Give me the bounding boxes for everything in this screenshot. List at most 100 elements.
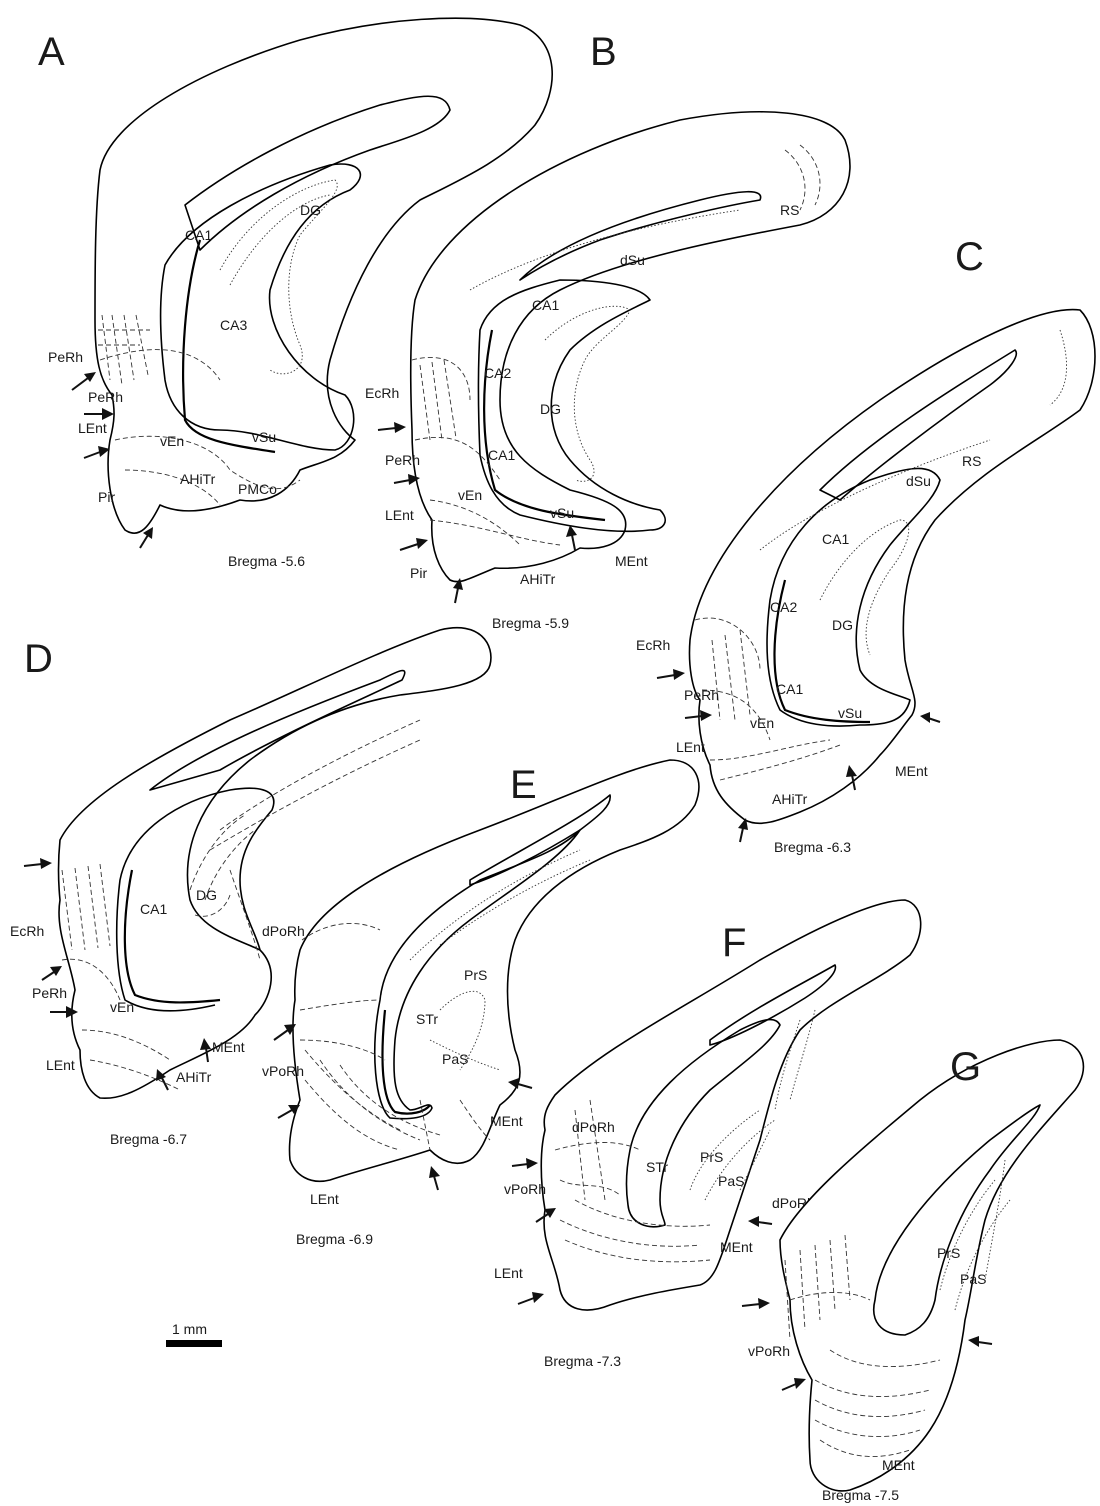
panel-c-label-ahitr: AHiTr — [772, 791, 808, 807]
panel-e-label-ment: MEnt — [490, 1113, 523, 1129]
panel-e-label-pas: PaS — [442, 1051, 468, 1067]
panel-b-label-dg: DG — [540, 401, 561, 417]
panel-c-label-dsu: dSu — [906, 473, 931, 489]
panel-c-label-ven: vEn — [750, 715, 774, 731]
panel-a-label-perh-1: PeRh — [48, 349, 83, 365]
panel-a-label-ca3: CA3 — [220, 317, 247, 333]
panel-a-label-ahitr: AHiTr — [180, 471, 216, 487]
panel-g-label-ment: MEnt — [882, 1457, 915, 1473]
panel-g-label-pas: PaS — [960, 1271, 986, 1287]
panel-e-label-lent: LEnt — [310, 1191, 339, 1207]
panel-b-label-ca1-bottom: CA1 — [488, 447, 515, 463]
panel-c: C RS dSu CA1 CA2 DG EcRh PeRh CA1 vSu vE… — [636, 235, 1095, 855]
panel-g-label-prs: PrS — [937, 1245, 960, 1261]
panel-a-label-perh-2: PeRh — [88, 389, 123, 405]
panel-f-arrow-1 — [512, 1158, 538, 1169]
panel-c-label-ecrh: EcRh — [636, 637, 670, 653]
panel-c-label-ca1-bottom: CA1 — [776, 681, 803, 697]
panel-g-arrow-3 — [782, 1378, 806, 1390]
panel-b-letter: B — [590, 30, 617, 74]
panel-b-label-pir: Pir — [410, 565, 427, 581]
panel-d-label-lent: LEnt — [46, 1057, 75, 1073]
panel-b-label-ment: MEnt — [615, 553, 648, 569]
panel-c-label-ca1-top: CA1 — [822, 531, 849, 547]
panel-d-label-perh: PeRh — [32, 985, 67, 1001]
panel-b-bregma: Bregma -5.9 — [492, 615, 569, 631]
panel-a-label-ven: vEn — [160, 433, 184, 449]
panel-d-label-ca1: CA1 — [140, 901, 167, 917]
panel-c-label-ment: MEnt — [895, 763, 928, 779]
panel-a-label-ca1: CA1 — [185, 227, 212, 243]
panel-f-label-pas: PaS — [718, 1173, 744, 1189]
scale-bar: 1 mm — [166, 1321, 222, 1347]
panel-d-label-dg: DG — [196, 887, 217, 903]
scale-bar-line — [166, 1340, 222, 1347]
panel-d-label-dporh: dPoRh — [262, 923, 305, 939]
panel-b-label-rs: RS — [780, 202, 799, 218]
panel-c-label-perh: PeRh — [684, 687, 719, 703]
panel-b-arrow-3 — [400, 538, 428, 550]
panel-a-bregma: Bregma -5.6 — [228, 553, 305, 569]
panel-a-label-vsu: vSu — [252, 429, 276, 445]
panel-f-arrow-3 — [748, 1216, 772, 1227]
panel-a-letter: A — [38, 30, 65, 74]
panel-e-letter: E — [510, 763, 537, 807]
panel-c-arrow-5 — [738, 818, 748, 842]
panel-b-label-ecrh: EcRh — [365, 385, 399, 401]
panel-c-letter: C — [955, 235, 984, 279]
panel-b-dg — [545, 306, 630, 481]
panel-c-arrow-3 — [920, 712, 940, 723]
panel-d-label-ahitr: AHiTr — [176, 1069, 212, 1085]
panel-g-outline — [780, 1040, 1083, 1491]
panel-c-label-ca2: CA2 — [770, 599, 797, 615]
panel-g-arrow-1 — [742, 1298, 770, 1309]
panel-f-arrow-4 — [518, 1292, 544, 1304]
panel-f-label-dporh-1: dPoRh — [572, 1119, 615, 1135]
panel-g-arrow-2 — [968, 1336, 992, 1347]
panel-b-label-lent: LEnt — [385, 507, 414, 523]
panel-f-letter: F — [722, 921, 746, 965]
panel-c-arrow-1 — [657, 669, 685, 680]
panel-b-label-dsu: dSu — [620, 252, 645, 268]
panel-e-label-prs: PrS — [464, 967, 487, 983]
panel-g: G PrS PaS vPoRh MEnt Bregma -7.5 — [742, 1040, 1083, 1503]
panel-b-label-ca2: CA2 — [484, 365, 511, 381]
panel-c-outline — [689, 310, 1095, 824]
panel-c-label-vsu: vSu — [838, 705, 862, 721]
panel-b-label-ven: vEn — [458, 487, 482, 503]
panel-e-label-vporh: vPoRh — [262, 1063, 304, 1079]
panel-b-label-ahitr: AHiTr — [520, 571, 556, 587]
panel-d-letter: D — [24, 637, 53, 681]
panel-g-label-vporh: vPoRh — [748, 1343, 790, 1359]
panel-f-bregma: Bregma -7.3 — [544, 1353, 621, 1369]
panel-c-bregma: Bregma -6.3 — [774, 839, 851, 855]
panel-g-bregma: Bregma -7.5 — [822, 1487, 899, 1503]
panel-a-label-pir: Pir — [98, 489, 115, 505]
panel-d-bregma: Bregma -6.7 — [110, 1131, 187, 1147]
panel-d-arrow-2 — [42, 966, 62, 980]
panel-d-label-ven: vEn — [110, 999, 134, 1015]
panel-f-label-vporh: vPoRh — [504, 1181, 546, 1197]
scale-bar-label: 1 mm — [172, 1321, 207, 1337]
panel-b-label-perh: PeRh — [385, 452, 420, 468]
panel-c-label-dg: DG — [832, 617, 853, 633]
panel-a-arrow-3 — [84, 446, 110, 458]
panel-f-label-ment: MEnt — [720, 1239, 753, 1255]
panel-d-arrow-1 — [24, 858, 52, 869]
panel-c-label-lent: LEnt — [676, 739, 705, 755]
panel-d-label-ment: MEnt — [212, 1039, 245, 1055]
panel-e-label-str: STr — [416, 1011, 438, 1027]
panel-a-arrow-2 — [84, 408, 114, 420]
panel-e-arrow-4 — [429, 1166, 440, 1190]
panel-a-label-lent: LEnt — [78, 420, 107, 436]
panel-d-label-ecrh: EcRh — [10, 923, 44, 939]
panel-a-label-pmco: PMCo — [238, 481, 277, 497]
panel-a-label-dg: DG — [300, 202, 321, 218]
panel-g-letter: G — [950, 1045, 981, 1089]
panel-f-label-lent: LEnt — [494, 1265, 523, 1281]
panel-f-label-prs: PrS — [700, 1149, 723, 1165]
panel-a-arrow-1 — [72, 372, 96, 390]
panel-b-arrow-1 — [378, 422, 406, 433]
panel-f-label-str: STr — [646, 1159, 668, 1175]
